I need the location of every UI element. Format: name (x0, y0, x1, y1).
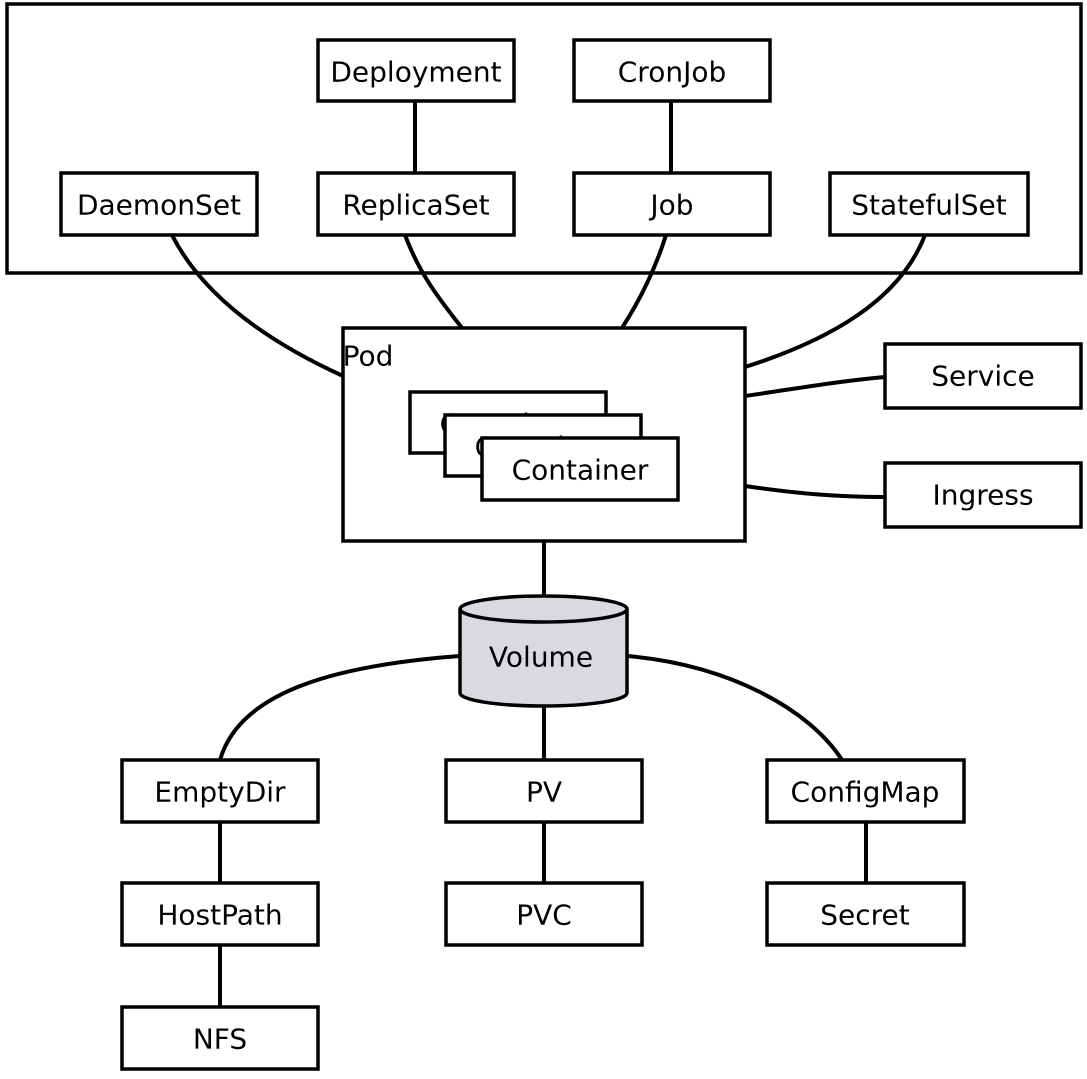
node-replicaset: ReplicaSet (316, 171, 516, 237)
edge-pod-service (744, 375, 886, 398)
edge-replicaset-pod (403, 234, 464, 330)
node-deployment-label: Deployment (330, 56, 501, 89)
edge-statefulset-pod (744, 234, 927, 369)
edge-volume-configmap (626, 654, 844, 762)
node-cronjob-label: CronJob (618, 56, 727, 89)
volume-cylinder-top (458, 594, 629, 624)
node-emptydir-label: EmptyDir (154, 776, 286, 809)
node-replicaset-label: ReplicaSet (342, 189, 489, 222)
node-statefulset: StatefulSet (828, 171, 1030, 237)
node-pvc-label: PVC (516, 899, 572, 932)
node-service-label: Service (931, 360, 1034, 393)
node-configmap: ConfigMap (765, 758, 966, 824)
node-hostpath-label: HostPath (157, 899, 282, 932)
node-ingress-label: Ingress (932, 479, 1033, 512)
edge-daemonset-pod (170, 234, 344, 378)
node-nfs-label: NFS (193, 1023, 247, 1056)
node-job: Job (572, 171, 772, 237)
node-ingress: Ingress (883, 461, 1083, 529)
node-pv: PV (444, 758, 644, 824)
node-container-front: Container (480, 436, 680, 502)
node-service: Service (883, 342, 1083, 410)
edge-job-pod (620, 234, 668, 330)
node-configmap-label: ConfigMap (791, 776, 940, 809)
node-secret-label: Secret (820, 899, 910, 932)
node-hostpath: HostPath (120, 881, 320, 947)
node-secret: Secret (765, 881, 966, 947)
node-pv-label: PV (526, 776, 562, 809)
container-front-label: Container (512, 454, 649, 487)
node-pvc: PVC (444, 881, 644, 947)
node-daemonset: DaemonSet (59, 171, 259, 237)
node-deployment: Deployment (316, 38, 516, 103)
node-job-label: Job (648, 189, 693, 222)
edge-pod-ingress (744, 484, 886, 499)
pod-label: Pod (343, 340, 394, 373)
node-nfs: NFS (120, 1005, 320, 1071)
node-cronjob: CronJob (572, 38, 772, 103)
node-volume-label: Volume (489, 641, 593, 674)
edge-volume-emptydir (218, 654, 461, 761)
volume-cylinder-body (458, 609, 629, 708)
node-statefulset-label: StatefulSet (851, 189, 1006, 222)
node-daemonset-label: DaemonSet (77, 189, 241, 222)
connectors (170, 101, 927, 1007)
node-volume: Volume (458, 594, 629, 708)
node-emptydir: EmptyDir (120, 758, 320, 824)
